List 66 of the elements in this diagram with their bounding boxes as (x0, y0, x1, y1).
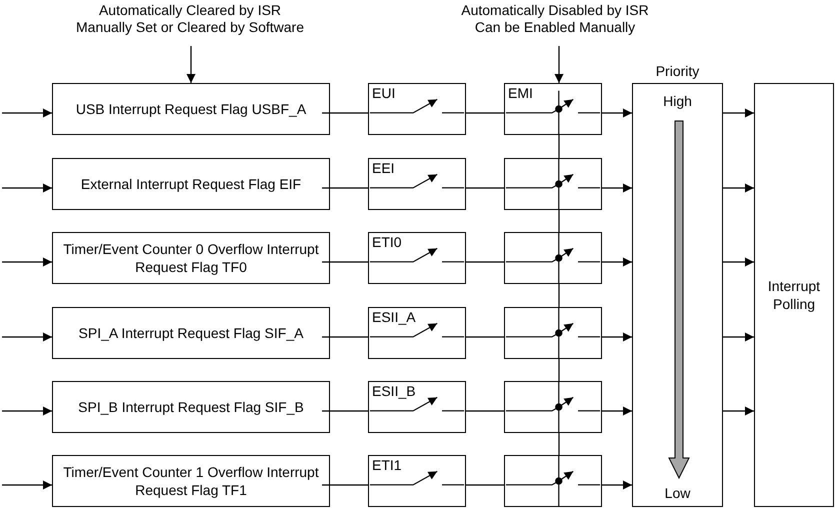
annotation-text: Can be Enabled Manually (474, 19, 636, 36)
box-label: SPI_B Interrupt Request Flag SIF_B (78, 398, 304, 416)
arrow (2, 480, 52, 490)
connector-line (558, 284, 560, 307)
connector-line (322, 410, 368, 412)
connector-line (558, 433, 560, 455)
connector-line (466, 410, 504, 412)
flag-box (52, 232, 330, 284)
flag-box (52, 307, 330, 359)
arrow (602, 406, 632, 416)
annotation-text: Automatically Cleared by ISR (98, 2, 282, 19)
box-label: SPI_A Interrupt Request Flag SIF_A (78, 324, 304, 342)
switch-box (368, 381, 466, 433)
arrow (186, 46, 196, 83)
box-label: USB Interrupt Request Flag USBF_A (76, 100, 306, 118)
connector-line (558, 135, 560, 158)
switch-box (368, 455, 466, 507)
connector-line (466, 261, 504, 263)
switch-box (368, 158, 466, 210)
annotation-text: Automatically Disabled by ISR (461, 2, 649, 19)
arrow (2, 332, 52, 342)
connector-line (322, 336, 368, 338)
priority-low-label: Low (664, 485, 692, 502)
arrow (602, 258, 632, 266)
flag-box (52, 158, 330, 210)
arrow (602, 332, 632, 342)
switch-label: ESII_B (372, 383, 416, 400)
switch-box (368, 307, 466, 359)
arrow (602, 480, 632, 490)
switch-label: ESII_A (372, 309, 416, 326)
flag-box (52, 381, 330, 433)
arrow (554, 46, 564, 83)
connector-line (322, 484, 368, 486)
arrow (2, 258, 52, 266)
switch-box (504, 83, 602, 135)
arrow (2, 406, 52, 416)
switch-box (368, 232, 466, 284)
connector-line (558, 359, 560, 381)
polling-box (754, 83, 834, 507)
annotation-text: Manually Set or Cleared by Software (76, 19, 304, 36)
arrow (723, 108, 754, 118)
connector-line (466, 187, 504, 189)
connector-line (322, 112, 368, 114)
flag-box (52, 83, 330, 135)
connector-line (466, 336, 504, 338)
arrow (602, 108, 632, 118)
connector-line (558, 210, 560, 232)
arrow (723, 184, 754, 192)
box-label: Timer/Event Counter 0 Overflow Interrupt Request Flag TF0 (62, 240, 320, 276)
arrow (602, 184, 632, 192)
arrow (723, 406, 754, 416)
connector-line (466, 112, 504, 114)
box-label: External Interrupt Request Flag EIF (80, 175, 302, 193)
arrow (2, 108, 52, 118)
connector-line (322, 187, 368, 189)
connector-line (466, 484, 504, 486)
box-label: Interrupt Polling (766, 277, 822, 313)
switch-box (368, 83, 466, 135)
arrow (723, 258, 754, 266)
flag-box (52, 455, 330, 507)
arrow (2, 184, 52, 192)
priority-high-label: High (662, 93, 693, 110)
box-heading: Priority (654, 63, 700, 80)
box-label: Timer/Event Counter 1 Overflow Interrupt Request Flag TF1 (62, 463, 320, 499)
arrow (723, 332, 754, 342)
connector-line (322, 261, 368, 263)
